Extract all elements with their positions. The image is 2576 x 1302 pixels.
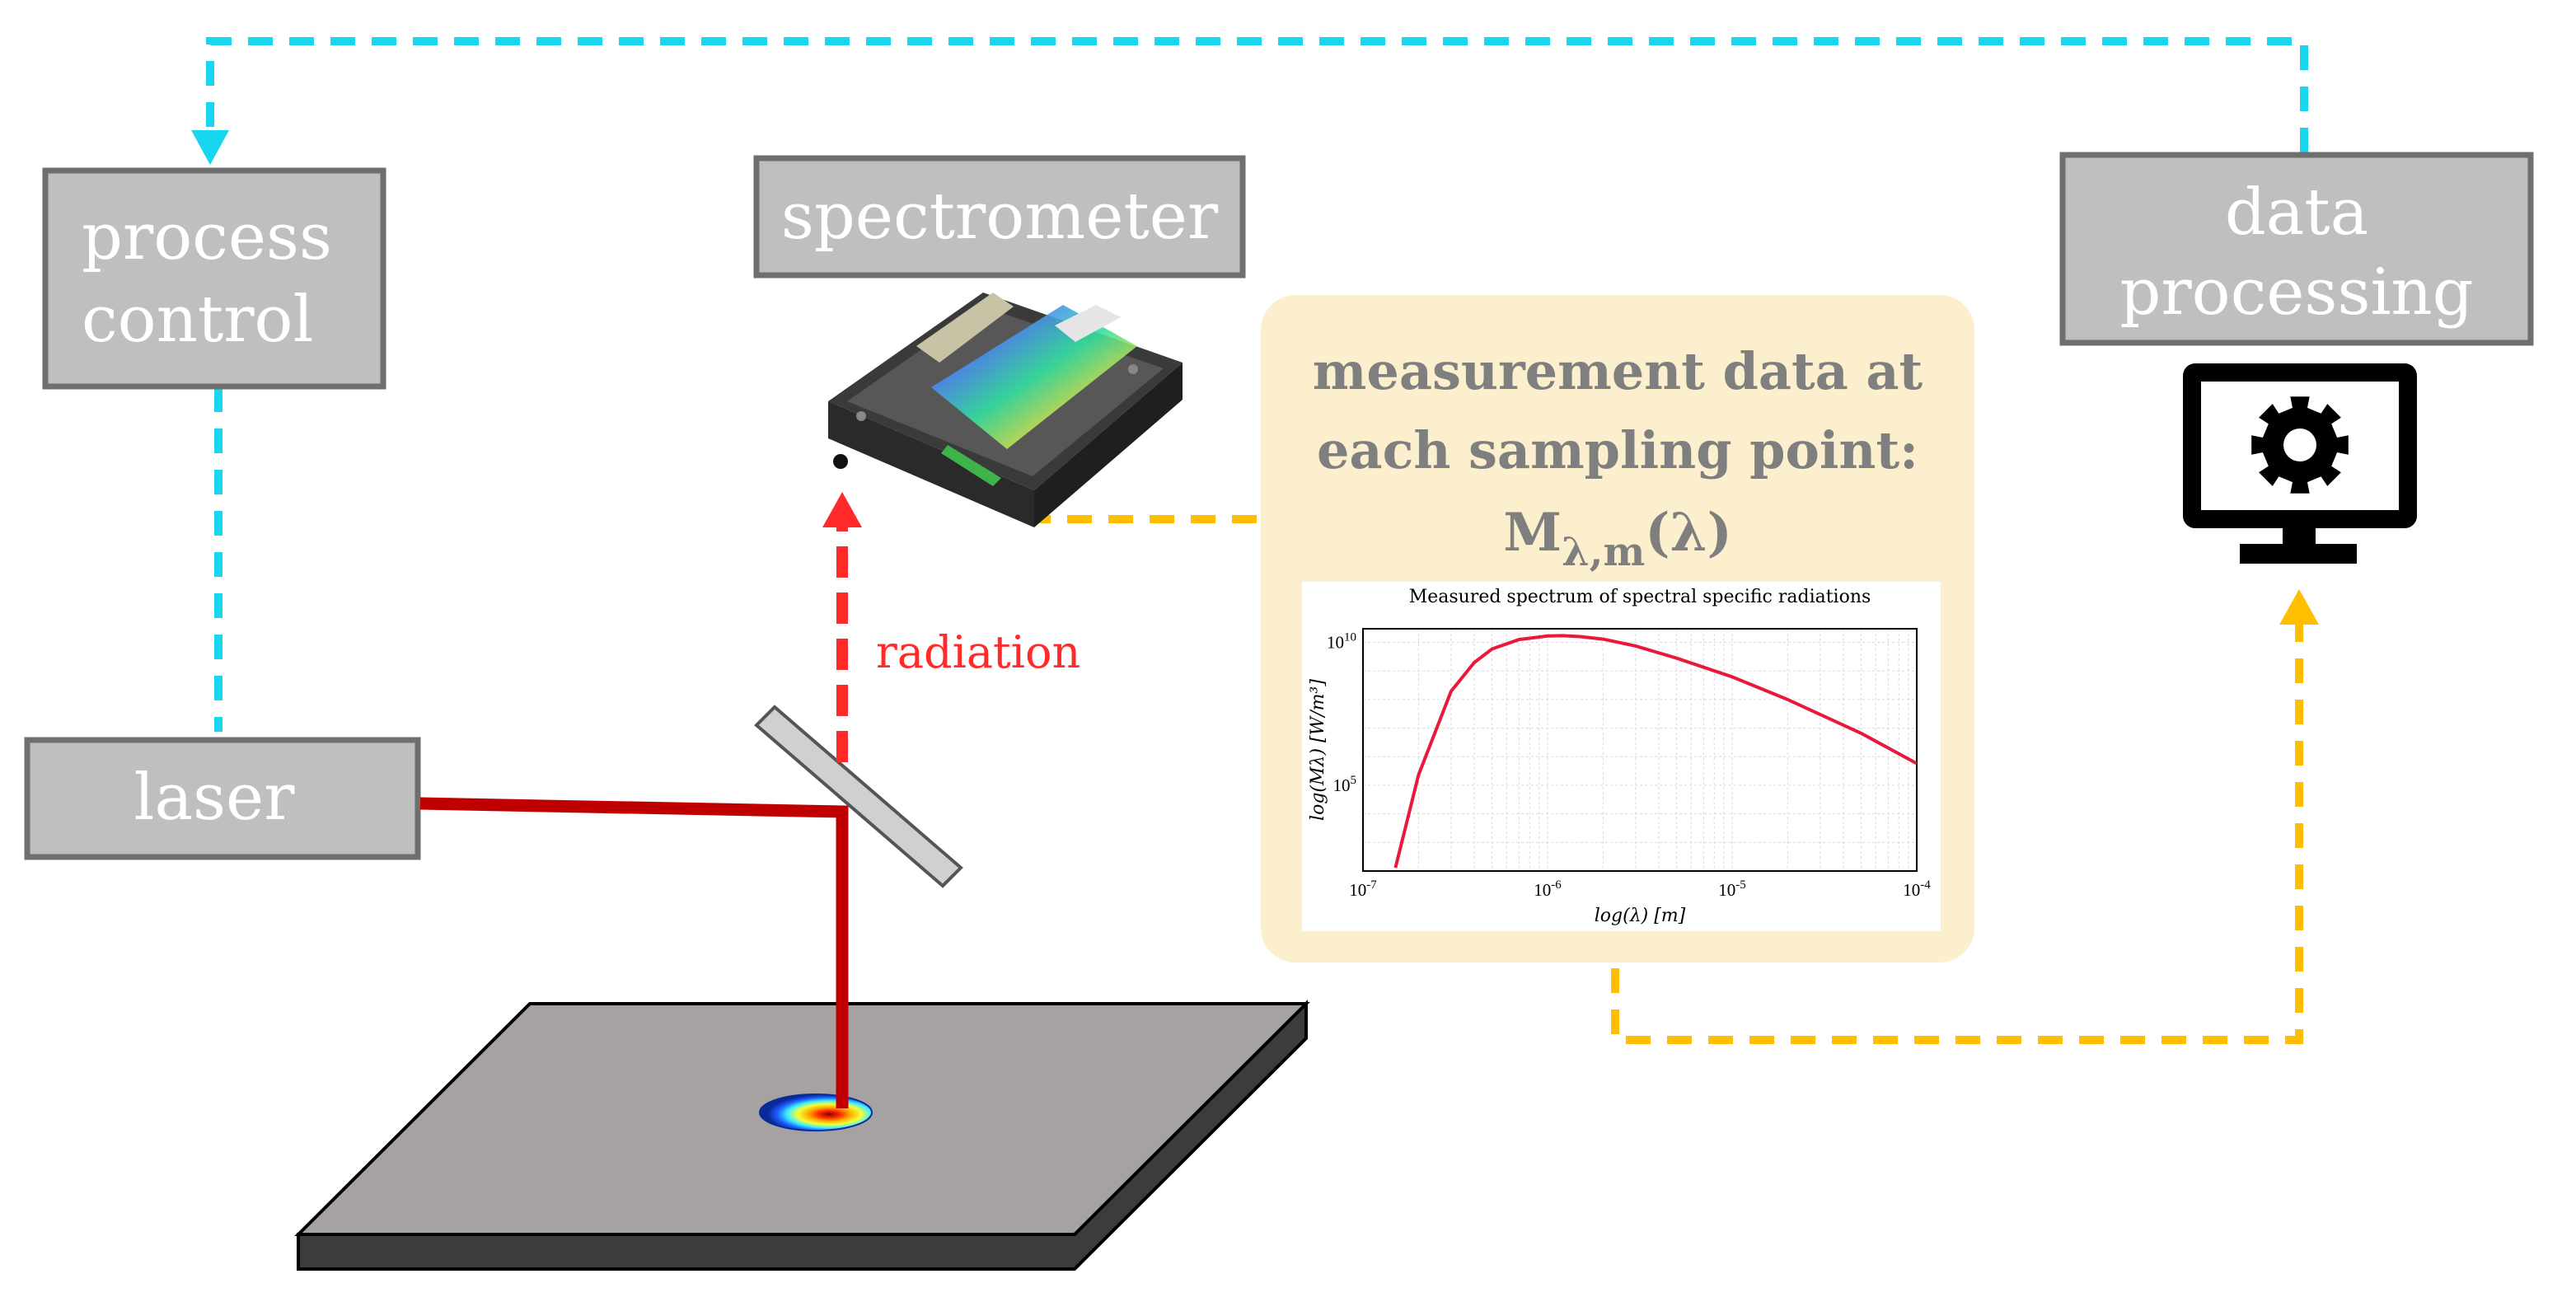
spectrometer-label: spectrometer — [781, 180, 1219, 254]
process-control-label-line2: control — [82, 283, 313, 357]
process-control-label-line1: process — [82, 200, 332, 274]
y-tick-label: 105 — [1333, 774, 1357, 795]
data-flow-line — [1026, 515, 2303, 1044]
melt-pool-spot — [759, 1094, 873, 1131]
gear-icon — [2251, 396, 2349, 494]
monitor-gear-icon — [2183, 363, 2417, 564]
chart-ticks: 10-7 10-6 10-5 10-4 105 1010 — [1327, 631, 1931, 900]
x-tick-label: 10-6 — [1534, 878, 1562, 900]
chart-grid — [1362, 629, 1917, 872]
data-processing-box: data processing — [2059, 152, 2534, 346]
x-tick-label: 10-5 — [1718, 878, 1746, 900]
radiation-label: radiation — [876, 626, 1080, 678]
process-control-box: process control — [42, 167, 386, 390]
measurement-title-line2: each sampling point: — [1317, 420, 1918, 480]
plot-frame — [1362, 628, 1918, 872]
laser-beam — [419, 797, 849, 1108]
radiation-arrowhead — [822, 492, 862, 527]
chart-x-label: log(λ) [m] — [1595, 906, 1686, 926]
x-tick-label: 10-7 — [1349, 878, 1377, 900]
chart-title: Measured spectrum of spectral specific r… — [1409, 587, 1871, 607]
spectrum-chart: Measured spectrum of spectral specific r… — [1302, 582, 1941, 931]
measurement-panel: measurement data at each sampling point:… — [1261, 295, 1974, 962]
chart-y-label: log(Mλ) [W/m³] — [1308, 679, 1328, 821]
y-tick-label: 1010 — [1327, 631, 1356, 653]
laser-label: laser — [134, 761, 296, 835]
data-processing-label-line1: data — [2225, 176, 2368, 250]
measurement-symbol: Mλ,m(λ) — [1503, 502, 1731, 575]
spectrometer-device-image — [828, 293, 1183, 527]
workpiece-plate — [294, 1000, 1310, 1271]
spectrum-curve — [1393, 634, 1917, 869]
data-processing-label-line2: processing — [2119, 255, 2473, 330]
beam-splitter-mirror — [754, 705, 963, 888]
data-arrowhead — [2279, 589, 2319, 625]
measurement-title-line1: measurement data at — [1313, 341, 1923, 401]
feedback-loop-line — [206, 37, 2308, 732]
x-tick-label: 10-4 — [1903, 878, 1931, 900]
feedback-arrowhead — [191, 130, 229, 165]
spectrometer-box: spectrometer — [753, 155, 1246, 279]
laser-box: laser — [24, 737, 421, 860]
